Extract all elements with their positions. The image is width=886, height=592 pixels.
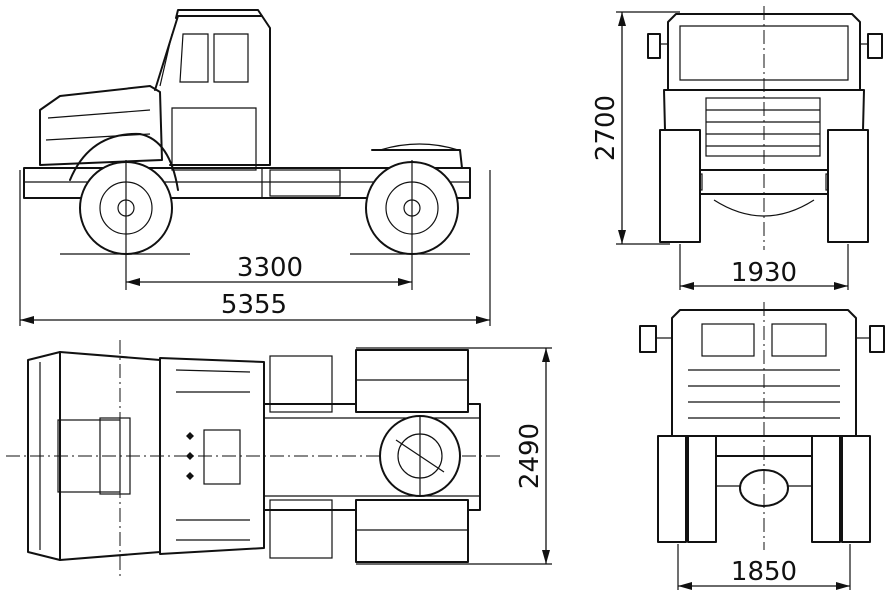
- overall-width-label: 2490: [515, 423, 545, 489]
- overall-height-label: 2700: [591, 95, 621, 161]
- wheelbase-label: 3300: [237, 253, 303, 283]
- rear-track-label: 1850: [731, 557, 797, 587]
- front-view: [616, 6, 883, 290]
- overall-length-label: 5355: [221, 290, 287, 320]
- rear-view: [639, 302, 885, 590]
- side-view: [19, 9, 491, 326]
- overall-length-dimension: 5355: [20, 290, 490, 324]
- rear-track-dimension: 1850: [678, 557, 850, 590]
- overall-height-dimension: 2700: [591, 12, 626, 244]
- top-view: [6, 340, 552, 578]
- overall-width-dimension: 2490: [515, 348, 550, 564]
- front-track-label: 1930: [731, 258, 797, 288]
- front-track-dimension: 1930: [680, 258, 848, 290]
- wheelbase-dimension: 3300: [126, 253, 412, 286]
